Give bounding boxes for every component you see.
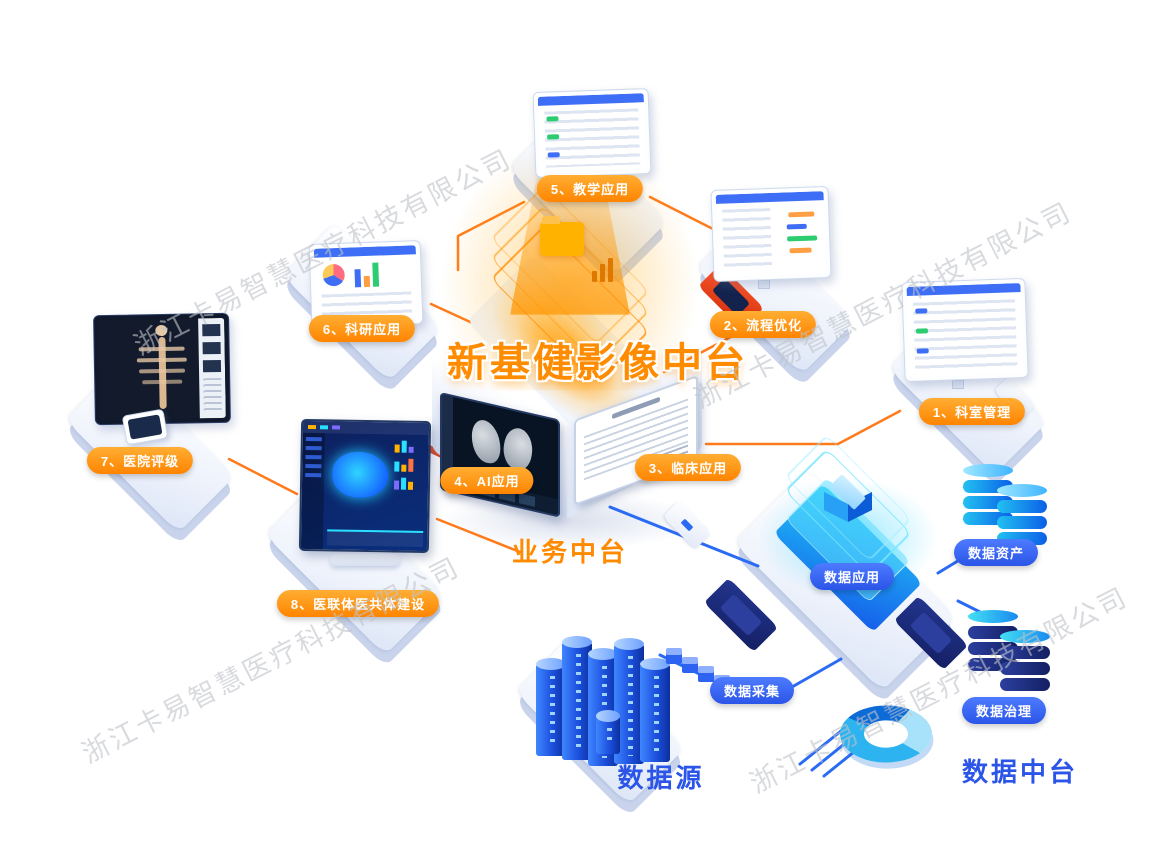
data-keyboard-left xyxy=(703,577,779,653)
badge-clinical-app: 3、临床应用 xyxy=(634,454,742,481)
monitor-hospital-rating xyxy=(93,312,231,426)
badge-ai-app: 4、AI应用 xyxy=(440,467,534,494)
data-step xyxy=(682,657,698,673)
badge-hospital-rating: 7、医院评级 xyxy=(86,447,194,474)
badge-teaching-app: 5、教学应用 xyxy=(536,175,644,202)
xray-skeleton xyxy=(132,324,190,418)
monitor-department-management xyxy=(901,277,1029,383)
server-tower xyxy=(596,710,620,754)
data-step xyxy=(666,648,682,664)
data-step xyxy=(698,666,714,682)
label-data-platform: 数据中台 xyxy=(961,757,1079,787)
label-data-source: 数据源 xyxy=(617,763,705,793)
badge-data-application: 数据应用 xyxy=(809,563,895,590)
main-title: 新基健影像中台 xyxy=(447,341,748,385)
badge-data-collection: 数据采集 xyxy=(709,677,795,704)
badge-department-management: 1、科室管理 xyxy=(918,398,1026,425)
alliance-screen-base xyxy=(330,554,400,566)
badge-data-governance: 数据治理 xyxy=(961,697,1047,724)
database-assets-front xyxy=(997,484,1047,545)
badge-research-app: 6、科研应用 xyxy=(308,315,416,342)
label-business-platform: 业务中台 xyxy=(511,537,629,567)
network-connector xyxy=(662,500,712,550)
data-keyboard-right xyxy=(893,595,969,671)
donut-chart xyxy=(834,701,938,767)
screen-alliance-dashboard xyxy=(298,418,432,554)
badge-alliance-construction: 8、医联体医共体建设 xyxy=(276,590,440,617)
server-tower xyxy=(562,636,592,760)
monitor-process-optimization xyxy=(710,185,832,283)
server-tower xyxy=(614,638,644,764)
badge-data-assets: 数据资产 xyxy=(953,539,1039,566)
map-blob xyxy=(331,451,389,499)
monitor-teaching-app xyxy=(532,88,652,178)
server-tower xyxy=(640,658,670,762)
server-tower xyxy=(536,658,566,756)
database-governance-front xyxy=(1000,630,1050,691)
